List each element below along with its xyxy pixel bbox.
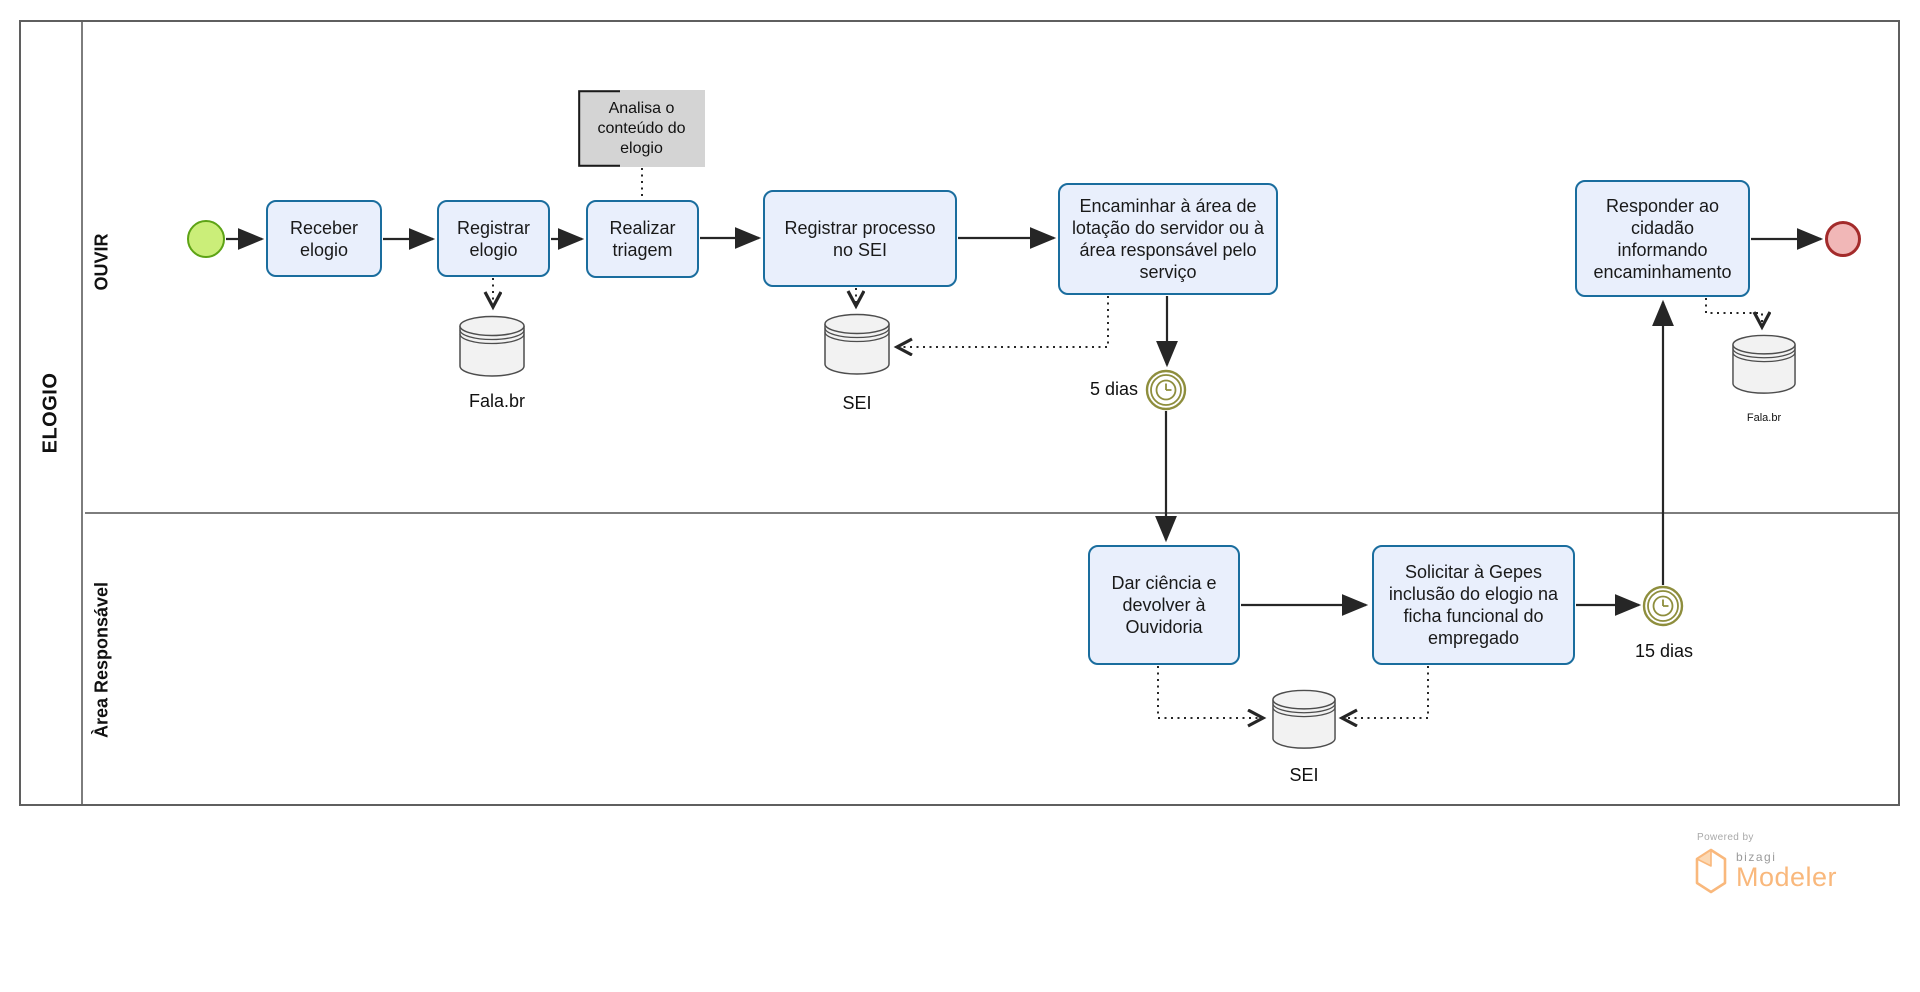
pool-elogio xyxy=(19,20,1900,806)
task-solicitar-gepes: Solicitar à Gepes inclusão do elogio na … xyxy=(1372,545,1575,665)
modeler-wordmark: Modeler xyxy=(1736,862,1838,892)
annotation-text: Analisa o conteúdo do elogio xyxy=(597,99,686,157)
timer-event-15-dias xyxy=(1642,585,1684,627)
annotation-bracket xyxy=(578,90,620,167)
task-realizar-triagem: Realizar triagem xyxy=(586,200,699,278)
store-label-falabr-right: Fala.br xyxy=(1746,412,1782,424)
powered-by-text: Powered by xyxy=(1697,832,1754,843)
clock-icon xyxy=(1165,383,1172,391)
clock-icon xyxy=(1662,599,1669,607)
lane-area-responsavel xyxy=(85,512,1898,804)
data-store-sei-bottom xyxy=(1272,689,1336,749)
task-registrar-elogio: Registrar elogio xyxy=(437,200,550,277)
task-responder-cidadao: Responder ao cidadão informando encaminh… xyxy=(1575,180,1750,297)
annotation-analisa-conteudo: Analisa o conteúdo do elogio xyxy=(578,90,705,167)
store-label-sei-top: SEI xyxy=(842,393,872,413)
bizagi-hexagon-icon xyxy=(1695,848,1727,894)
task-dar-ciencia: Dar ciência e devolver à Ouvidoria xyxy=(1088,545,1240,665)
task-receber-elogio: Receber elogio xyxy=(266,200,382,277)
task-encaminhar-area: Encaminhar à área de lotação do servidor… xyxy=(1058,183,1278,295)
timer15-label: 15 dias xyxy=(1634,641,1694,661)
bizagi-modeler-logo[interactable]: Powered by bizagi Modeler xyxy=(1694,832,1874,895)
timer5-label: 5 dias xyxy=(1090,379,1139,399)
sequence-flows xyxy=(226,227,1824,616)
data-store-falabr-right xyxy=(1732,334,1796,394)
pool-name-strip xyxy=(21,22,83,804)
data-associations xyxy=(493,168,1762,718)
store-label-falabr-top: Fala.br xyxy=(468,391,526,411)
timer-event-5-dias xyxy=(1145,369,1187,411)
data-store-falabr-top xyxy=(459,315,525,377)
store-label-sei-bottom: SEI xyxy=(1289,765,1319,785)
bizagi-wordmark: bizagi xyxy=(1736,850,1777,864)
start-event xyxy=(187,220,225,258)
data-store-sei-top xyxy=(824,313,890,375)
end-event xyxy=(1825,221,1861,257)
task-registrar-processo-sei: Registrar processo no SEI xyxy=(763,190,957,287)
